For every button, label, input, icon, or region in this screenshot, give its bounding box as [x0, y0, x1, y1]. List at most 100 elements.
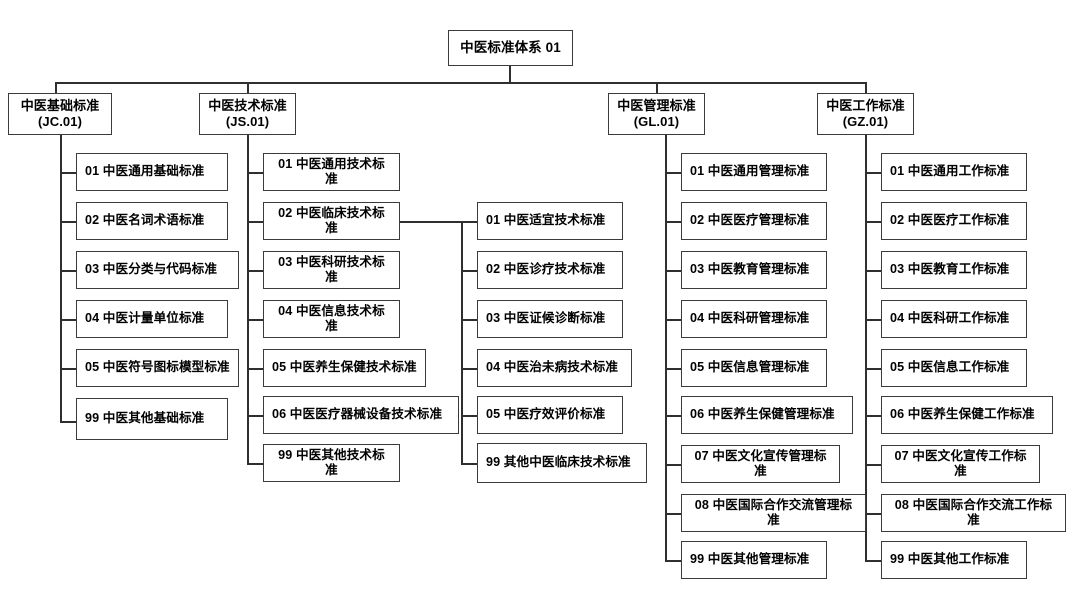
node-category-management[interactable]: 中医管理标准 (GL.01)	[608, 93, 705, 135]
node-technical-3[interactable]: 03 中医科研技术标准	[263, 251, 400, 289]
connector-stub-work-1	[865, 172, 882, 174]
node-management-6-label: 06 中医养生保健管理标准	[690, 407, 835, 422]
node-technical-4[interactable]: 04 中医信息技术标准	[263, 300, 400, 338]
node-management-2[interactable]: 02 中医医疗管理标准	[681, 202, 827, 240]
node-work-4-label: 04 中医科研工作标准	[890, 311, 1010, 326]
node-basic-1[interactable]: 01 中医通用基础标准	[76, 153, 228, 191]
node-category-technical-code: (JS.01)	[225, 114, 270, 129]
connector-stub-basic-1	[60, 172, 77, 174]
connector-stub-basic-3	[60, 270, 77, 272]
connector-stub-basic-4	[60, 319, 77, 321]
node-management-3[interactable]: 03 中医教育管理标准	[681, 251, 827, 289]
node-basic-5-label: 05 中医符号图标模型标准	[85, 360, 230, 375]
node-technical-7[interactable]: 99 中医其他技术标准	[263, 444, 400, 482]
node-root-label: 中医标准体系 01	[460, 39, 561, 55]
node-clinical-5[interactable]: 05 中医疗效评价标准	[477, 396, 623, 434]
node-work-8[interactable]: 08 中医国际合作交流工作标准	[881, 494, 1066, 532]
connector-drop-technical	[247, 82, 249, 94]
connector-spine-technical	[247, 135, 249, 464]
connector-stub-work-5	[865, 368, 882, 370]
node-management-9[interactable]: 99 中医其他管理标准	[681, 541, 827, 579]
node-root[interactable]: 中医标准体系 01	[448, 30, 573, 66]
connector-stub-management-9	[665, 560, 682, 562]
node-management-9-label: 99 中医其他管理标准	[690, 552, 810, 567]
node-category-management-code: (GL.01)	[633, 114, 680, 129]
node-basic-3[interactable]: 03 中医分类与代码标准	[76, 251, 239, 289]
node-work-3-label: 03 中医教育工作标准	[890, 262, 1010, 277]
node-work-6[interactable]: 06 中医养生保健工作标准	[881, 396, 1053, 434]
connector-stub-work-4	[865, 319, 882, 321]
connector-stub-technical-4	[247, 319, 264, 321]
node-management-1-label: 01 中医通用管理标准	[690, 164, 810, 179]
connector-stub-work-9	[865, 560, 882, 562]
connector-stub-technical-3	[247, 270, 264, 272]
node-basic-5[interactable]: 05 中医符号图标模型标准	[76, 349, 239, 387]
node-category-work[interactable]: 中医工作标准 (GZ.01)	[817, 93, 914, 135]
connector-spine-management	[665, 135, 667, 561]
node-work-9-label: 99 中医其他工作标准	[890, 552, 1010, 567]
node-work-1-label: 01 中医通用工作标准	[890, 164, 1010, 179]
node-work-6-label: 06 中医养生保健工作标准	[890, 407, 1035, 422]
node-management-2-label: 02 中医医疗管理标准	[690, 213, 810, 228]
node-basic-2[interactable]: 02 中医名词术语标准	[76, 202, 228, 240]
node-clinical-2[interactable]: 02 中医诊疗技术标准	[477, 251, 623, 289]
connector-stub-work-7	[865, 464, 882, 466]
node-management-4[interactable]: 04 中医科研管理标准	[681, 300, 827, 338]
node-clinical-1[interactable]: 01 中医适宜技术标准	[477, 202, 623, 240]
node-basic-3-label: 03 中医分类与代码标准	[85, 262, 218, 277]
node-work-8-label: 08 中医国际合作交流工作标准	[894, 497, 1053, 527]
node-category-basic-name: 中医基础标准	[20, 98, 100, 114]
connector-stub-technical-5	[247, 368, 264, 370]
connector-stub-clinical-1	[461, 221, 478, 223]
node-basic-4-label: 04 中医计量单位标准	[85, 311, 205, 326]
node-work-7[interactable]: 07 中医文化宣传工作标准	[881, 445, 1040, 483]
node-work-2[interactable]: 02 中医医疗工作标准	[881, 202, 1027, 240]
connector-stub-work-6	[865, 415, 882, 417]
node-clinical-2-label: 02 中医诊疗技术标准	[486, 262, 606, 277]
node-technical-5[interactable]: 05 中医养生保健技术标准	[263, 349, 426, 387]
node-technical-4-label: 04 中医信息技术标准	[278, 303, 385, 333]
node-technical-2[interactable]: 02 中医临床技术标准	[263, 202, 400, 240]
connector-stub-clinical-2	[461, 270, 478, 272]
node-clinical-3[interactable]: 03 中医证候诊断标准	[477, 300, 623, 338]
node-work-5[interactable]: 05 中医信息工作标准	[881, 349, 1027, 387]
node-work-3[interactable]: 03 中医教育工作标准	[881, 251, 1027, 289]
connector-stub-clinical-4	[461, 368, 478, 370]
connector-stub-work-8	[865, 513, 882, 515]
node-management-8[interactable]: 08 中医国际合作交流管理标准	[681, 494, 866, 532]
connector-stub-technical-2	[247, 221, 264, 223]
connector-spine-clinical	[461, 221, 463, 464]
connector-stub-clinical-3	[461, 319, 478, 321]
connector-stub-technical-1	[247, 172, 264, 174]
node-work-4[interactable]: 04 中医科研工作标准	[881, 300, 1027, 338]
connector-root-stem	[509, 66, 511, 83]
node-management-7[interactable]: 07 中医文化宣传管理标准	[681, 445, 840, 483]
node-management-1[interactable]: 01 中医通用管理标准	[681, 153, 827, 191]
node-clinical-4-label: 04 中医治未病技术标准	[486, 360, 619, 375]
node-management-5[interactable]: 05 中医信息管理标准	[681, 349, 827, 387]
node-category-basic[interactable]: 中医基础标准 (JC.01)	[8, 93, 112, 135]
node-technical-1-label: 01 中医通用技术标准	[278, 156, 385, 186]
node-technical-1[interactable]: 01 中医通用技术标准	[263, 153, 400, 191]
node-clinical-4[interactable]: 04 中医治未病技术标准	[477, 349, 632, 387]
connector-stub-management-2	[665, 221, 682, 223]
node-work-9[interactable]: 99 中医其他工作标准	[881, 541, 1027, 579]
node-category-technical-name: 中医技术标准	[208, 98, 287, 114]
node-category-basic-code: (JC.01)	[37, 114, 83, 129]
node-work-7-label: 07 中医文化宣传工作标准	[894, 448, 1027, 478]
connector-stub-management-7	[665, 464, 682, 466]
node-basic-4[interactable]: 04 中医计量单位标准	[76, 300, 228, 338]
node-clinical-6-label: 99 其他中医临床技术标准	[486, 455, 631, 470]
node-technical-6[interactable]: 06 中医医疗器械设备技术标准	[263, 396, 459, 434]
connector-spine-work	[865, 135, 867, 561]
node-clinical-6[interactable]: 99 其他中医临床技术标准	[477, 443, 647, 483]
node-category-technical[interactable]: 中医技术标准 (JS.01)	[199, 93, 296, 135]
connector-stub-management-6	[665, 415, 682, 417]
node-basic-6[interactable]: 99 中医其他基础标准	[76, 398, 228, 440]
node-management-6[interactable]: 06 中医养生保健管理标准	[681, 396, 853, 434]
connector-stub-basic-6	[60, 421, 77, 423]
node-work-1[interactable]: 01 中医通用工作标准	[881, 153, 1027, 191]
connector-spine-basic	[60, 135, 62, 422]
connector-stub-management-1	[665, 172, 682, 174]
